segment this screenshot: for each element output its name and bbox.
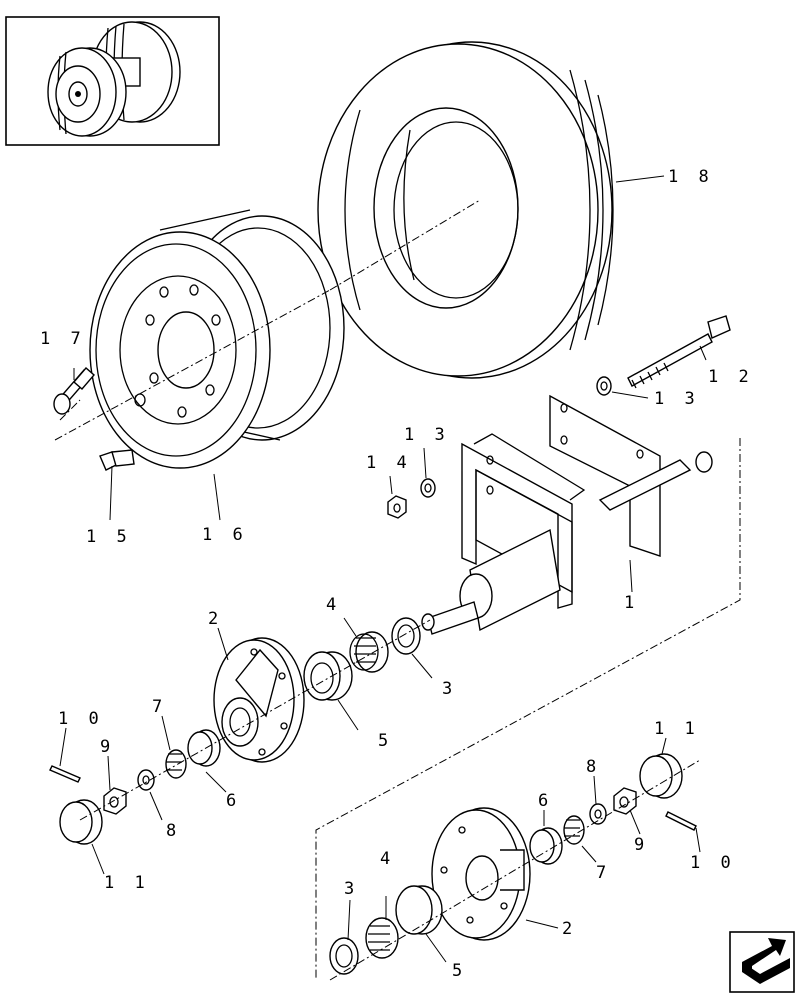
callout-13-lower: 1 3 — [404, 425, 450, 445]
callout-10-lower: 1 0 — [690, 853, 736, 873]
washer-hub-upper — [137, 769, 155, 791]
callout-5-lower: 5 — [452, 961, 467, 981]
bearing-cup-small-lower — [529, 827, 563, 865]
dust-cap-upper — [59, 799, 103, 845]
callout-6-upper: 6 — [226, 791, 241, 811]
callout-9-lower: 9 — [634, 835, 649, 855]
callout-15: 1 5 — [86, 527, 132, 547]
wheel-rim — [89, 209, 345, 469]
callout-5-upper: 5 — [378, 731, 393, 751]
cotter-pin-lower — [665, 811, 697, 831]
callout-10-upper: 1 0 — [58, 709, 104, 729]
hub-upper — [213, 637, 305, 763]
callout-13-upper: 1 3 — [654, 389, 700, 409]
next-page-arrow-icon[interactable] — [729, 931, 795, 993]
spindle-bracket — [421, 394, 713, 635]
callout-2-lower: 2 — [562, 919, 577, 939]
callout-labels: 1 8 1 7 1 2 1 3 1 3 1 4 1 5 1 6 1 2 4 3 … — [40, 167, 754, 981]
callout-12: 1 2 — [708, 367, 754, 387]
seal-upper — [391, 617, 421, 655]
valve-stem — [53, 367, 95, 415]
callout-16: 1 6 — [202, 525, 248, 545]
inset-wheel-assembly-icon — [47, 21, 181, 137]
callout-3-upper: 3 — [442, 679, 457, 699]
callout-1: 1 — [624, 593, 639, 613]
callout-17: 1 7 — [40, 329, 86, 349]
callout-7-upper: 7 — [152, 697, 167, 717]
callout-8-lower: 8 — [586, 757, 601, 777]
callout-9-upper: 9 — [100, 737, 115, 757]
callout-11-lower: 1 1 — [654, 719, 700, 739]
centerlines — [54, 199, 741, 981]
callout-2-upper: 2 — [208, 609, 223, 629]
bearing-cup-small-upper — [187, 729, 221, 767]
bearing-cone-small-lower — [563, 815, 585, 845]
seal-lower — [329, 937, 359, 975]
dust-cap-lower — [639, 753, 683, 799]
bearing-cone-small-upper — [165, 749, 187, 779]
leader-lines — [59, 175, 707, 963]
bearing-cone-lower — [365, 917, 399, 959]
wheel-bolt — [99, 449, 135, 471]
bearing-cup-upper — [303, 651, 353, 701]
washer-hub-lower — [589, 803, 607, 825]
long-bolt — [627, 315, 731, 389]
washer-small — [420, 478, 436, 498]
bearing-cup-lower — [395, 885, 443, 935]
nut — [387, 495, 407, 519]
callout-11-upper: 1 1 — [104, 873, 150, 893]
castle-nut-upper — [103, 787, 127, 815]
washer — [596, 376, 612, 396]
callout-8-upper: 8 — [166, 821, 181, 841]
callout-7-lower: 7 — [596, 863, 611, 883]
tire — [317, 41, 614, 379]
callout-18: 1 8 — [668, 167, 714, 187]
hub-lower — [431, 807, 531, 941]
inset-thumbnail — [5, 16, 220, 146]
callout-4-lower: 4 — [380, 849, 395, 869]
cotter-pin-upper — [49, 765, 81, 783]
callout-14: 1 4 — [366, 453, 412, 473]
castle-nut-lower — [613, 787, 637, 815]
callout-3-lower: 3 — [344, 879, 359, 899]
callout-6-lower: 6 — [538, 791, 553, 811]
callout-4-upper: 4 — [326, 595, 341, 615]
bearing-cone-upper — [349, 631, 389, 673]
